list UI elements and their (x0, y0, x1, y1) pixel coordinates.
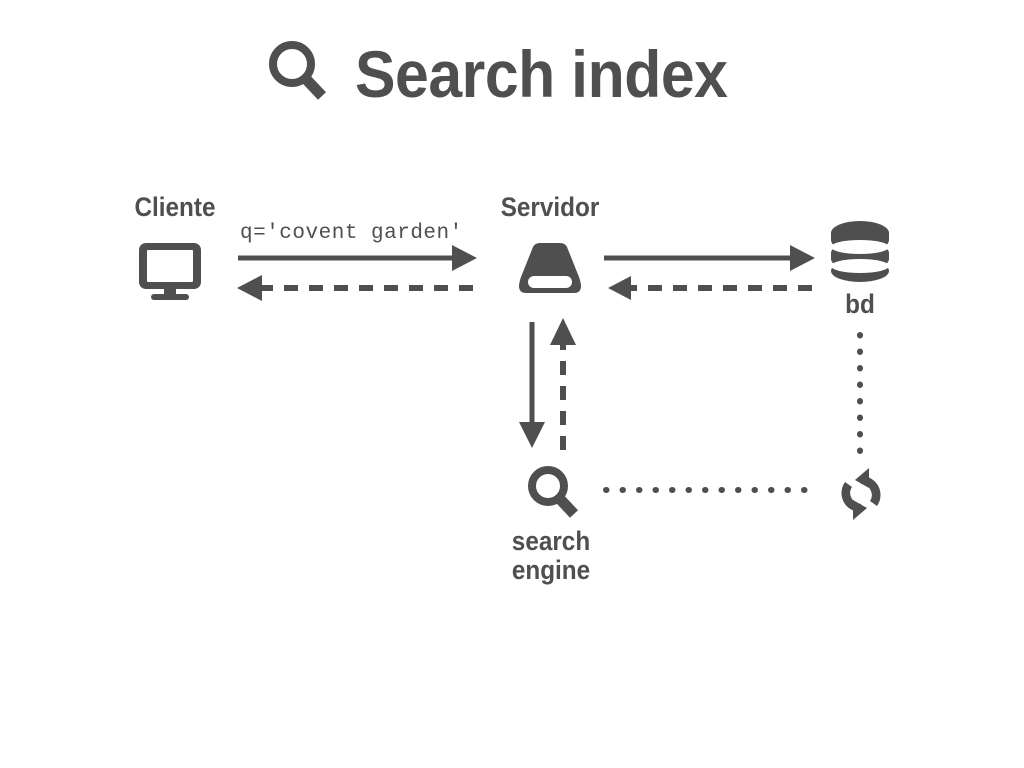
page-title: Search index (0, 36, 1024, 111)
search-icon (265, 36, 329, 111)
desktop-monitor-icon (137, 243, 203, 306)
edge-client-to-server (238, 245, 477, 271)
edge-search-engine-to-server (550, 318, 576, 450)
edge-server-to-bd (604, 245, 815, 271)
edge-server-to-search-engine (519, 322, 545, 448)
edge-server-to-client (237, 275, 473, 301)
sync-icon (833, 466, 889, 527)
edge-label-query: q='covent garden' (240, 222, 463, 245)
node-label-servidor: Servidor (500, 192, 600, 222)
node-label-search-engine: search engine (511, 526, 591, 586)
node-label-bd: bd (845, 289, 875, 319)
database-icon (831, 221, 889, 288)
search-icon (525, 462, 581, 525)
edge-bd-to-server (608, 276, 812, 300)
server-icon (519, 243, 581, 298)
node-label-cliente: Cliente (134, 192, 216, 222)
page-title-text: Search index (354, 36, 728, 111)
